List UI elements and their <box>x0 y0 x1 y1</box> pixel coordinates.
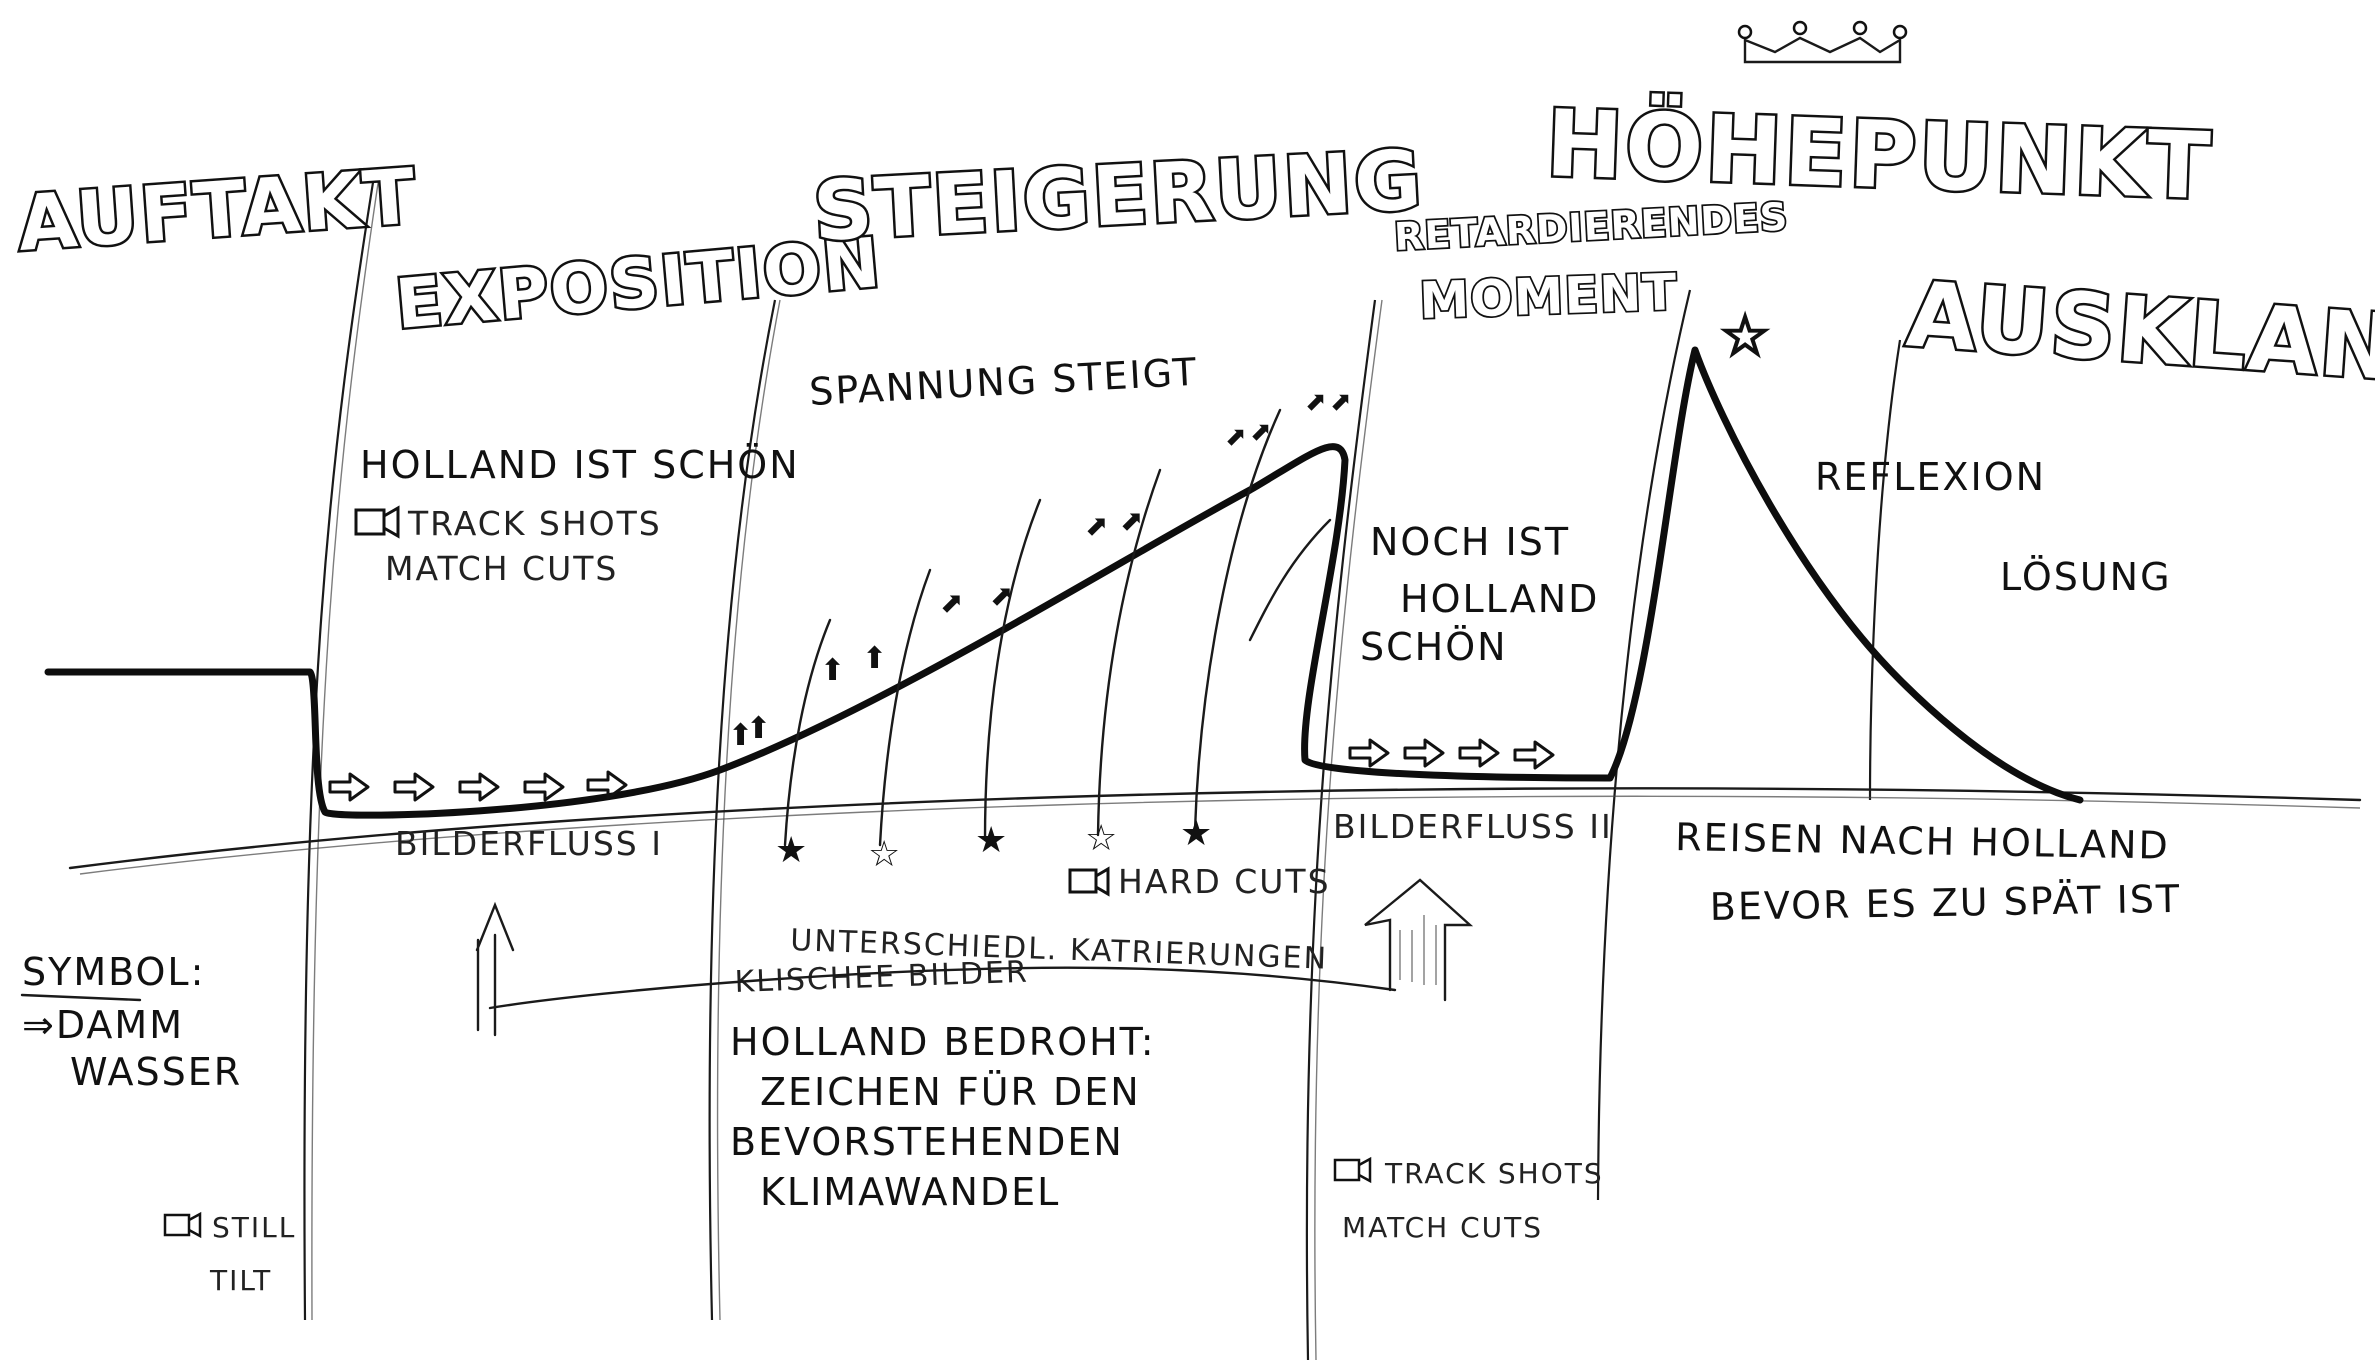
note-hard-cuts: HARD CUTS <box>1118 862 1331 901</box>
note-bedroht-1: HOLLAND BEDROHT: <box>730 1020 1156 1064</box>
star-icon: ☆ <box>1720 304 1770 369</box>
flow-arrows-1 <box>328 770 628 802</box>
klischee-bracket <box>488 966 1397 1010</box>
title-exposition: EXPOSITION <box>393 224 885 345</box>
svg-text:⬆: ⬆ <box>820 653 845 688</box>
svg-text:★: ★ <box>775 830 807 871</box>
svg-text:⬈: ⬈ <box>1085 509 1108 542</box>
note-noch-schoen: SCHÖN <box>1360 625 1508 669</box>
svg-text:⬆: ⬆ <box>862 641 887 676</box>
note-symbol: SYMBOL: <box>22 950 205 994</box>
note-reflexion: REFLEXION <box>1815 455 2046 499</box>
note-wasser: WASSER <box>70 1050 242 1094</box>
klischee-arrow-left <box>475 901 515 1037</box>
note-track-shots-2: TRACK SHOTS <box>1384 1157 1604 1190</box>
divider-steigerung-retardierend <box>1305 299 1377 1361</box>
camera-icon <box>163 1211 202 1239</box>
camera-icon <box>1068 866 1110 897</box>
rising-strokes <box>783 408 1332 847</box>
camera-icon <box>354 505 400 539</box>
note-bilderfluss-1: BILDERFLUSS I <box>395 824 663 863</box>
title-hoehepunkt: HÖHEPUNKT <box>1544 88 2214 220</box>
baseline <box>68 787 2362 870</box>
note-bedroht-4: KLIMAWANDEL <box>760 1170 1060 1214</box>
note-bilderfluss-2: BILDERFLUSS II <box>1333 807 1613 846</box>
title-auftakt: AUFTAKT <box>15 151 420 268</box>
divider-auftakt-exposition <box>303 169 377 1321</box>
note-track-shots-1: TRACK SHOTS <box>407 504 662 543</box>
svg-text:⬈: ⬈ <box>1305 387 1327 417</box>
svg-text:★: ★ <box>975 820 1007 861</box>
svg-text:☆: ☆ <box>868 834 900 875</box>
note-loesung: LÖSUNG <box>2000 555 2172 599</box>
title-steigerung: STEIGERUNG <box>811 133 1426 260</box>
arrow-icon <box>1364 878 1474 1002</box>
title-moment: MOMENT <box>1418 263 1678 330</box>
symbol-underline <box>20 993 142 1002</box>
title-ausklang: AUSKLANG <box>1903 262 2375 406</box>
baseline-2 <box>79 795 2361 875</box>
note-klischee-bilder: KLISCHEE BILDER <box>734 955 1029 1000</box>
star-icons-row: ★ ☆ ★ ☆ ★ <box>775 813 1212 875</box>
divider-retardierend-hoehepunkt <box>1596 289 1692 1201</box>
divider-exposition-steigerung <box>708 299 777 1321</box>
crown-icon <box>1737 20 1908 64</box>
svg-text:⬈: ⬈ <box>940 586 963 619</box>
arrow-icons-row: ⬆ ⬆ ⬆ ⬆ ⬈ ⬈ ⬈ ⬈ ⬈ ⬈ ⬈ ⬈ <box>728 387 1352 753</box>
divider-auftakt-exposition-2 <box>311 169 381 1321</box>
svg-text:☆: ☆ <box>1085 818 1117 859</box>
note-tilt: TILT <box>209 1264 272 1297</box>
note-match-cuts-2: MATCH CUTS <box>1342 1211 1543 1244</box>
note-noch-ist: NOCH IST <box>1370 520 1570 564</box>
divider-exposition-steigerung-2 <box>716 299 781 1321</box>
svg-text:⬆: ⬆ <box>728 718 753 753</box>
note-damm: ⇒DAMM <box>22 1003 184 1047</box>
note-holland-schoen: HOLLAND IST SCHÖN <box>360 443 800 487</box>
svg-text:★: ★ <box>1180 813 1212 854</box>
note-reisen-2: BEVOR ES ZU SPÄT IST <box>1709 877 2181 929</box>
note-bedroht-3: BEVORSTEHENDEN <box>730 1120 1124 1164</box>
svg-text:⬈: ⬈ <box>1250 417 1272 447</box>
svg-text:⬈: ⬈ <box>1120 504 1143 537</box>
tension-curve <box>44 346 2084 819</box>
note-reisen-1: REISEN NACH HOLLAND <box>1675 815 2170 868</box>
divider-hoehepunkt-ausklang <box>1868 339 1902 801</box>
svg-text:⬈: ⬈ <box>1330 387 1352 417</box>
title-retardierendes: RETARDIERENDES <box>1393 194 1789 259</box>
note-bedroht-2: ZEICHEN FÜR DEN <box>760 1070 1141 1114</box>
note-still: STILL <box>212 1211 296 1244</box>
note-noch-holland: HOLLAND <box>1400 577 1599 621</box>
camera-icon <box>1333 1156 1372 1184</box>
note-match-cuts-1: MATCH CUTS <box>385 549 618 588</box>
svg-text:⬈: ⬈ <box>1225 422 1247 452</box>
note-spannung-steigt: SPANNUNG STEIGT <box>808 350 1199 414</box>
svg-text:⬆: ⬆ <box>746 711 771 746</box>
svg-text:⬈: ⬈ <box>990 579 1013 612</box>
flow-arrows-2 <box>1348 738 1555 770</box>
